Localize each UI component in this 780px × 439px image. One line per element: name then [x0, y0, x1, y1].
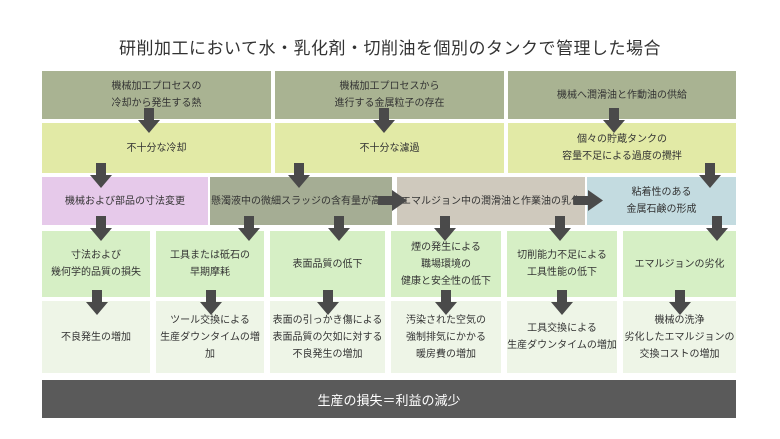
cost-emulsion-replacement: 機械の洗浄 劣化したエマルジョンの 交換コストの増加: [623, 301, 736, 373]
cause-metal-particles: 機械加工プロセスから 進行する金属粒子の存在: [275, 71, 504, 119]
cost-surface-defects: 表面の引っかき傷による 表面品質の欠如に対する 不良発生の増加: [270, 301, 385, 373]
cost-defects: 不良発生の増加: [42, 301, 150, 373]
metal-soap-formation: 粘着性のある 金属石鹸の形成: [587, 177, 736, 225]
summary-banner: 生産の損失＝利益の減少: [42, 380, 736, 418]
effect-surface-quality: 表面品質の低下: [270, 231, 385, 297]
cost-heating: 汚染された空気の 強制排気にかかる 暖房費の増加: [391, 301, 501, 373]
excessive-agitation: 個々の貯蔵タンクの 容量不足による過度の攪拌: [508, 123, 736, 173]
high-sludge-content: 懸濁液中の微細スラッジの含有量が高い: [210, 177, 392, 225]
cause-lubricant-supply: 機械へ潤滑油と作動油の供給: [508, 71, 736, 119]
effect-emulsion-degradation: エマルジョンの劣化: [623, 231, 736, 297]
cause-heat: 機械加工プロセスの 冷却から発生する熱: [42, 71, 271, 119]
effect-health-safety: 煙の発生による 職場環境の 健康と安全性の低下: [391, 231, 501, 297]
dimension-change: 機械および部品の寸法変更: [42, 177, 208, 225]
effect-quality-loss: 寸法および 幾何学的品質の損失: [42, 231, 150, 297]
effect-tool-wear: 工具または砥石の 早期摩耗: [156, 231, 264, 297]
emulsification: エマルジョン中の潤滑油と作業油の乳化: [397, 177, 585, 225]
cost-tool-downtime: ツール交換による 生産ダウンタイムの増加: [156, 301, 264, 373]
insufficient-filtration: 不十分な濾過: [275, 123, 504, 173]
insufficient-cooling: 不十分な冷却: [42, 123, 271, 173]
effect-tool-performance: 切削能力不足による 工具性能の低下: [507, 231, 617, 297]
cost-tool-change-downtime: 工具交換による 生産ダウンタイムの増加: [507, 301, 617, 373]
page-title: 研削加工において水・乳化剤・切削油を個別のタンクで管理した場合: [119, 39, 661, 59]
